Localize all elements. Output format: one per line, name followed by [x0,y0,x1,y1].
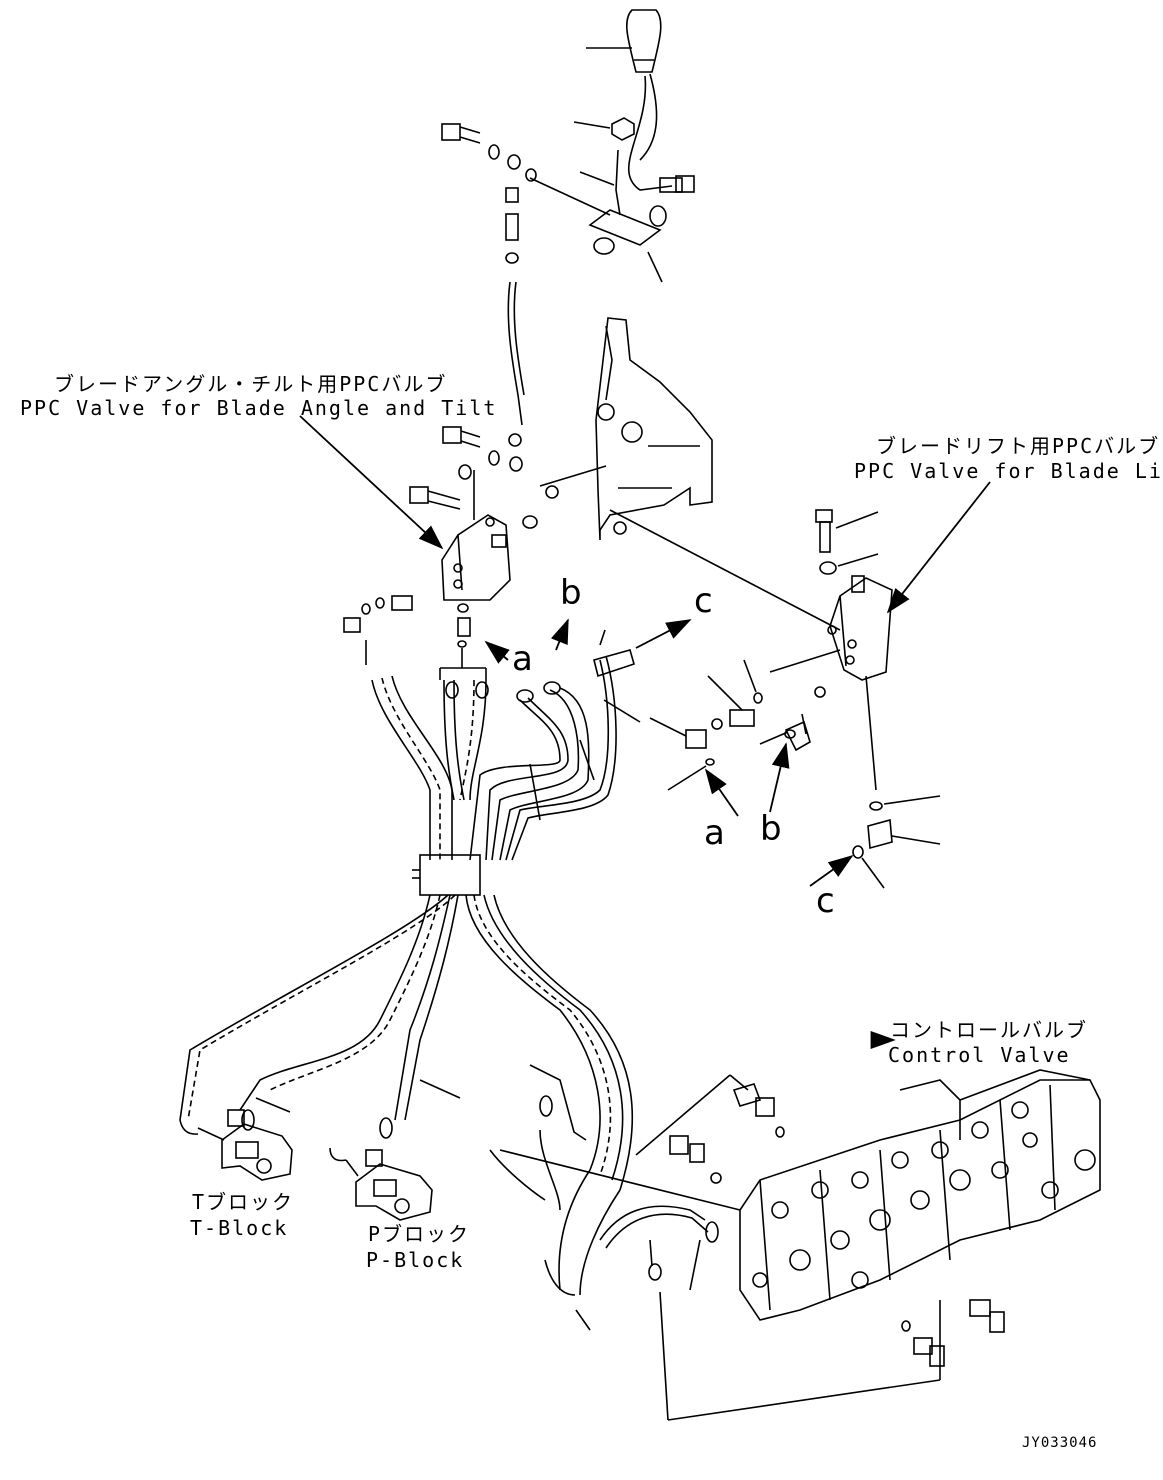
control-valve-label-jp: コントロールバルブ [890,1018,1088,1042]
leader-lift [886,481,991,614]
control-valve-fittings [489,1064,1005,1421]
ppc-angle-tilt-label-en: PPC Valve for Blade Angle and Tilt [20,396,498,420]
fittings-angle-tilt [343,595,487,680]
leader-angle-tilt [299,415,444,550]
fastener-set-upper [409,123,559,529]
ref-b-upper: b [560,573,582,613]
hose-bundle [179,629,635,1296]
ppc-lever-knob [529,9,695,283]
control-valve [739,1069,1101,1321]
p-block-label-en: P-Block [366,1248,465,1272]
arrow-ref-a-lower [704,768,739,817]
ref-a-lower: a [704,813,725,853]
p-block-label-jp: Pブロック [368,1222,471,1246]
ppc-lift-label-jp: ブレードリフト用PPCバルブ [876,434,1161,458]
ref-c-upper: c [694,581,713,621]
t-block [197,1109,293,1181]
arrow-ref-b-lower [769,742,790,813]
t-block-label-en: T-Block [190,1216,289,1240]
arrow-ref-c-lower [809,854,854,887]
fittings-lift [529,659,826,821]
control-valve-label-en: Control Valve [888,1043,1071,1067]
ppc-lift-label-en: PPC Valve for Blade Lift [854,459,1163,483]
ref-b-lower: b [760,809,782,849]
ref-c-lower: c [816,881,835,921]
ppc-valve-blade-lift [769,509,941,889]
ppc-angle-tilt-label-jp: ブレードアングル・チルト用PPCバルブ [54,372,448,396]
lever-mounting-bracket [539,317,841,631]
ppc-valve-angle-tilt [441,470,511,601]
arrow-ref-c-upper [635,619,692,649]
arrow-ref-a-upper [484,640,510,664]
ref-a-upper: a [512,639,533,679]
t-block-label-jp: Tブロック [192,1190,295,1214]
arrow-ref-b-upper [550,618,569,651]
drawing-code: JY033046 [1022,1435,1098,1451]
p-block [345,1149,433,1221]
